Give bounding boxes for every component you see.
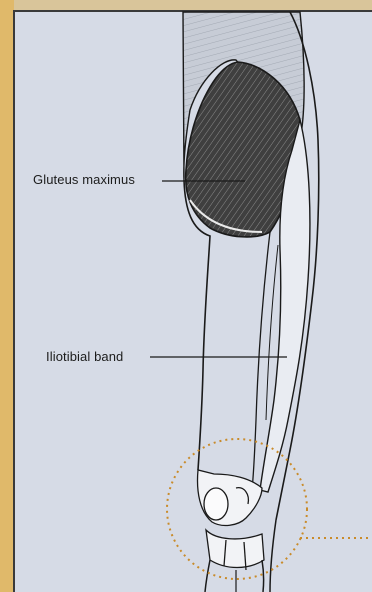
gluteus-maximus-label: Gluteus maximus xyxy=(33,172,135,187)
knee-joint xyxy=(198,470,264,570)
iliotibial-band-label: Iliotibial band xyxy=(46,349,123,364)
